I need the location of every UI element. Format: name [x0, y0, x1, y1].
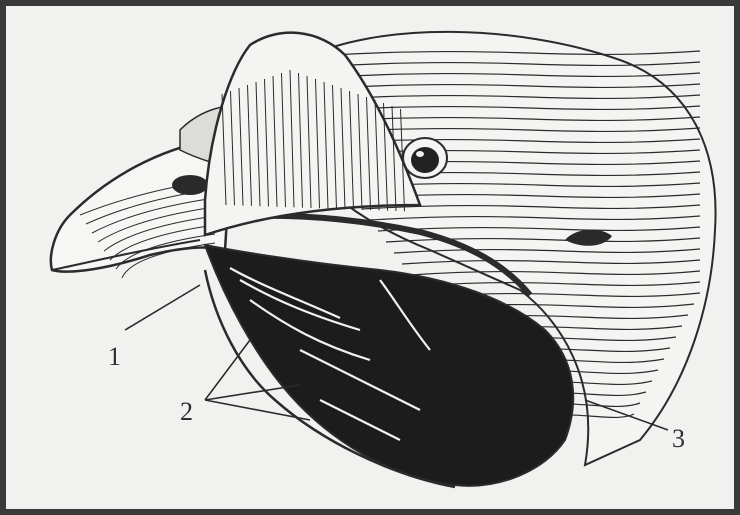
label-3: 3 — [672, 424, 685, 453]
nostril — [172, 175, 208, 195]
label-1: 1 — [108, 342, 121, 371]
label-2: 2 — [180, 397, 193, 426]
eye-pupil — [411, 147, 439, 173]
eye-highlight — [416, 151, 424, 157]
